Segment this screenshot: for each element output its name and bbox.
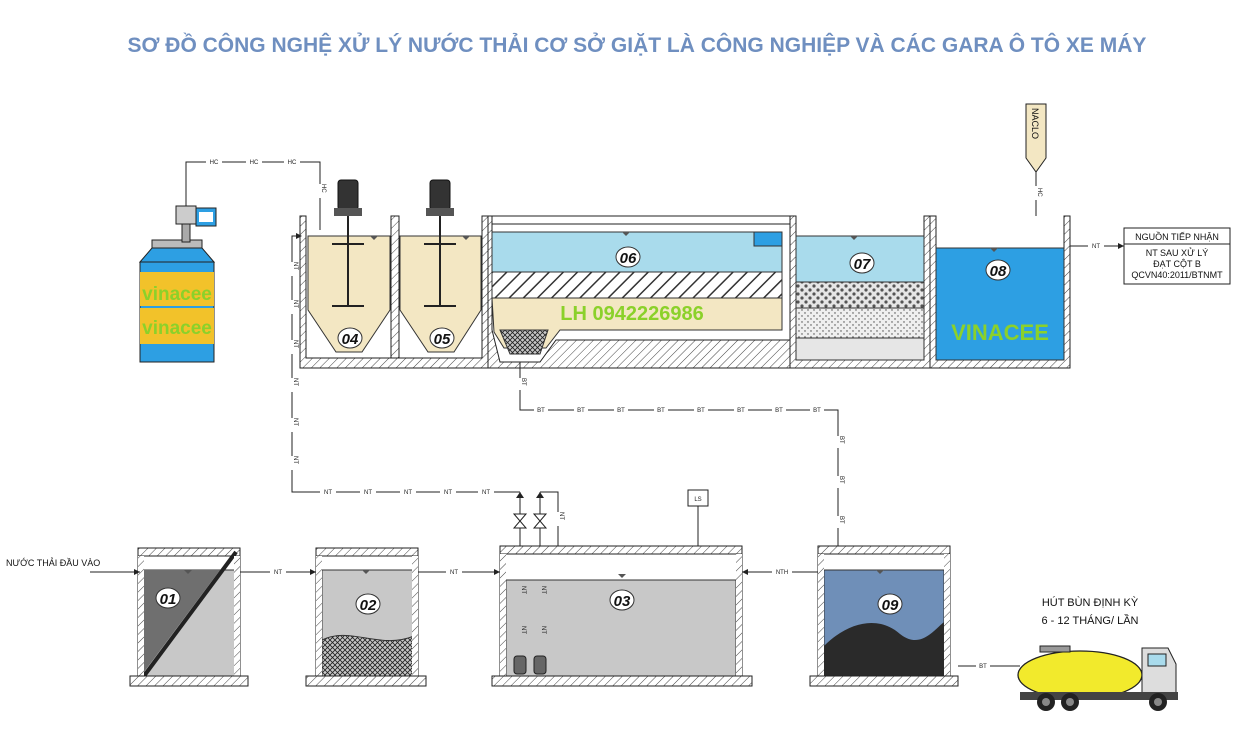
chemical-dosing-tank: vinacee vinacee: [138, 205, 217, 363]
svg-text:NT: NT: [540, 626, 546, 634]
svg-text:BT: BT: [838, 436, 844, 444]
svg-text:HC: HC: [250, 160, 259, 166]
naclo-dosing: NACLO HC: [1025, 103, 1047, 216]
svg-text:ĐẠT CỘT B: ĐẠT CỘT B: [1153, 259, 1201, 269]
sludge-note-line1: HÚT BÙN ĐỊNH KỲ: [1042, 596, 1139, 609]
svg-text:NGUỒN TIẾP NHẬN: NGUỒN TIẾP NHẬN: [1135, 231, 1219, 242]
svg-text:BT: BT: [577, 408, 585, 414]
svg-text:BT: BT: [657, 408, 665, 414]
svg-text:NT: NT: [274, 570, 282, 576]
tank-03: 03: [491, 545, 753, 687]
tank-brand-1: vinacee: [142, 284, 212, 305]
svg-text:NACLO: NACLO: [1030, 108, 1040, 139]
tank-09-label: 09: [882, 597, 899, 614]
svg-text:NT: NT: [292, 340, 298, 348]
receiver-box: NGUỒN TIẾP NHẬN NT SAU XỬ LÝ ĐẠT CỘT B Q…: [1123, 227, 1231, 285]
tank-01: 01: [129, 547, 249, 687]
phone-watermark: LH 0942226986: [560, 303, 703, 325]
tank-04-label: 04: [342, 331, 359, 348]
upper-treatment-block: VINACEE: [299, 215, 1071, 369]
tank-02-label: 02: [360, 597, 377, 614]
svg-text:QCVN40:2011/BTNMT: QCVN40:2011/BTNMT: [1131, 270, 1223, 280]
valve-2-icon: [532, 513, 548, 529]
svg-text:BT: BT: [838, 476, 844, 484]
svg-text:LS: LS: [694, 497, 701, 503]
svg-text:NT: NT: [1092, 244, 1100, 250]
inlet-label: NƯỚC THẢI ĐẦU VÀO: [6, 557, 100, 568]
tank-01-label: 01: [160, 591, 177, 608]
svg-text:BT: BT: [520, 378, 526, 386]
tank-02: 02: [305, 547, 427, 687]
svg-text:NT: NT: [482, 490, 490, 496]
svg-text:NT: NT: [324, 490, 332, 496]
svg-text:BT: BT: [617, 408, 625, 414]
svg-text:BT: BT: [979, 664, 987, 670]
svg-text:BT: BT: [838, 516, 844, 524]
svg-text:HC: HC: [320, 184, 326, 193]
svg-text:NT: NT: [444, 490, 452, 496]
tank-07-label: 07: [854, 256, 871, 273]
svg-text:BT: BT: [737, 408, 745, 414]
tank-05-label: 05: [434, 331, 451, 348]
tank-06-label: 06: [620, 250, 637, 267]
svg-text:NT: NT: [558, 512, 564, 520]
mixer-motor-05-icon: [424, 179, 456, 307]
mixer-motor-04-icon: [332, 179, 364, 307]
svg-text:BT: BT: [537, 408, 545, 414]
sludge-truck-icon: [1017, 645, 1178, 711]
svg-text:NT: NT: [292, 300, 298, 308]
svg-text:HC: HC: [288, 160, 297, 166]
valve-1-icon: [512, 513, 528, 529]
tank-08-label: 08: [990, 263, 1007, 280]
svg-text:NT: NT: [292, 456, 298, 464]
diagram-title: SƠ ĐỒ CÔNG NGHỆ XỬ LÝ NƯỚC THẢI CƠ SỞ GI…: [128, 33, 1147, 57]
svg-text:HC: HC: [1036, 188, 1042, 197]
tank8-brand: VINACEE: [951, 320, 1049, 345]
svg-text:NT SAU XỬ LÝ: NT SAU XỬ LÝ: [1146, 247, 1209, 258]
svg-text:NT: NT: [520, 586, 526, 594]
svg-text:NT: NT: [292, 418, 298, 426]
svg-text:NT: NT: [364, 490, 372, 496]
svg-text:BT: BT: [775, 408, 783, 414]
svg-text:NT: NT: [520, 626, 526, 634]
sludge-note-line2: 6 - 12 THÁNG/ LẦN: [1042, 614, 1139, 627]
svg-text:HC: HC: [210, 160, 219, 166]
tank-03-label: 03: [614, 593, 631, 610]
svg-text:NT: NT: [450, 570, 458, 576]
tank-brand-2: vinacee: [142, 318, 212, 339]
svg-text:NT: NT: [292, 262, 298, 270]
svg-text:NT: NT: [292, 378, 298, 386]
svg-text:BT: BT: [813, 408, 821, 414]
svg-text:NT: NT: [540, 586, 546, 594]
svg-text:NTH: NTH: [776, 570, 788, 576]
svg-text:BT: BT: [697, 408, 705, 414]
svg-text:NT: NT: [404, 490, 412, 496]
dosing-pump-icon: [175, 205, 217, 243]
tank-09: 09: [809, 545, 959, 687]
